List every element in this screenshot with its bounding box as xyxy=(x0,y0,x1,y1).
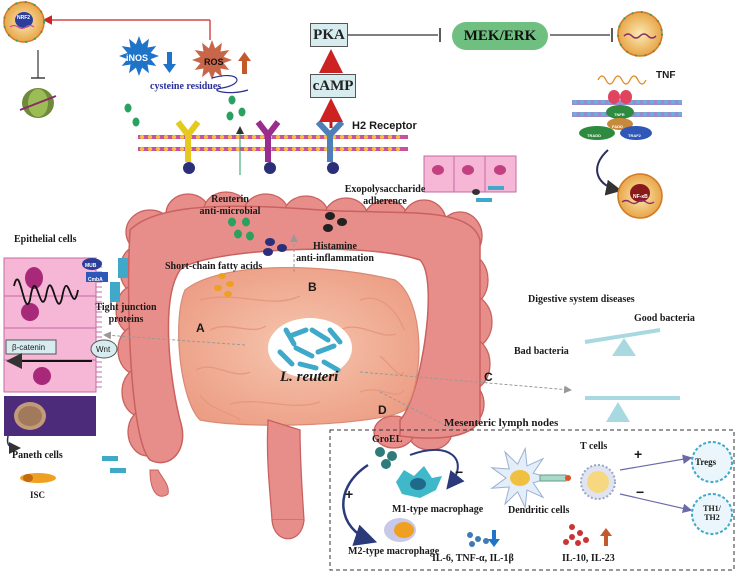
isc-label: ISC xyxy=(30,490,46,500)
tnfr-label: TNFR xyxy=(614,112,625,117)
proteasome-icon xyxy=(19,88,57,118)
cytokine-dots-down xyxy=(467,532,489,547)
minus-m1: − xyxy=(455,464,464,480)
bacteria-dots-top xyxy=(124,95,246,127)
up-arrow-icon xyxy=(238,52,251,74)
bad-bacteria-seesaw xyxy=(585,396,680,422)
c-arrow xyxy=(359,371,572,394)
th-label: TH1/ TH2 xyxy=(703,504,721,522)
pka-box: PKA xyxy=(310,23,348,47)
l-reuteri-label: L. reuteri xyxy=(280,369,339,385)
reuterin-label: Reuterin anti-microbial xyxy=(199,194,261,217)
scfa-dots xyxy=(214,273,234,297)
dendritic-cells-label: Dendritic cells xyxy=(508,505,570,516)
cysteine-squiggle xyxy=(211,74,249,94)
tregs-label: Tregs xyxy=(695,457,717,467)
digestive-diseases-label: Digestive system diseases xyxy=(528,294,635,305)
purple-receptor xyxy=(255,120,281,174)
tnf-label: TNF xyxy=(656,70,676,81)
l-reuteri-cluster xyxy=(268,318,352,378)
c-label: C xyxy=(484,370,493,384)
nrf2-cell xyxy=(3,1,45,43)
tight-junction-label: Tight junction proteins xyxy=(95,302,157,325)
il-down-label: IL-6, TNF-α, IL-1β xyxy=(432,553,514,564)
nrf2-label: NRF2 xyxy=(17,15,31,21)
groel-to-m1-arrow xyxy=(409,448,465,490)
t-cells-label: T cells xyxy=(580,441,608,452)
plus-m2: + xyxy=(345,486,354,502)
mek-erk-pill: MEK/ERK xyxy=(452,22,548,50)
h2-receptor-label: H2 Receptor xyxy=(352,120,417,132)
up-arrow-cytokine xyxy=(600,528,612,546)
exopolysaccharide-dots xyxy=(323,212,347,232)
scfa-label: Short-chain fatty acids xyxy=(165,261,263,272)
wnt-bubble xyxy=(90,339,118,359)
b-label: B xyxy=(308,280,317,294)
tregs-cell xyxy=(691,441,733,483)
histamine-dots xyxy=(263,238,287,256)
mesenteric-label: Mesenteric lymph nodes xyxy=(444,417,559,429)
h2-receptor xyxy=(315,119,345,174)
beta-catenin-box xyxy=(5,339,57,355)
beta-catenin-label: β-catenin xyxy=(12,343,46,352)
mesenteric-box xyxy=(329,429,735,571)
down-arrow-cytokine xyxy=(488,530,500,547)
tnf-to-nfkb-arrow xyxy=(596,149,622,196)
bad-bacteria-label: Bad bacteria xyxy=(514,346,569,357)
cmba-badge xyxy=(86,272,108,282)
a-arrow xyxy=(103,331,246,346)
dendritic-cell xyxy=(490,446,552,510)
groel-label: GroEL xyxy=(372,434,403,445)
good-bacteria-label: Good bacteria xyxy=(634,313,695,324)
mub-badge xyxy=(82,258,102,270)
th-cell xyxy=(691,493,733,535)
histamine-label: Histamine anti-inflammation xyxy=(296,241,374,264)
isc-cell xyxy=(20,473,56,483)
epithelial-cells-label: Epithelial cells xyxy=(14,234,77,245)
nfkb-label: NF-κB xyxy=(633,194,648,200)
paneth-cell xyxy=(4,396,96,436)
minus-th: − xyxy=(636,484,645,500)
mub-label: MUB xyxy=(85,263,97,269)
inos-label: iNOS xyxy=(126,53,149,63)
fadd-label: FADD xyxy=(612,124,623,129)
m2-macrophage-label: M2-type macrophage xyxy=(348,546,440,557)
ros-burst xyxy=(192,40,232,80)
tight-junction-bar xyxy=(118,258,128,278)
ros-label: ROS xyxy=(204,57,224,67)
tnf-receptor-complex xyxy=(572,75,682,140)
epithelium-top xyxy=(423,155,517,202)
d-arrow xyxy=(379,391,456,431)
down-arrow-icon xyxy=(163,52,176,73)
cmba-label: CmbA xyxy=(88,277,103,283)
d-label: D xyxy=(378,403,387,417)
a-label: A xyxy=(196,321,205,335)
exopolysaccharide-label: Exopolysaccharide adherence xyxy=(344,184,426,207)
m2-macrophage xyxy=(384,518,416,542)
groel-dots xyxy=(375,447,397,469)
m1-macrophage xyxy=(396,466,442,498)
m1-macrophage-label: M1-type macrophage xyxy=(392,504,484,515)
il-up-label: IL-10, IL-23 xyxy=(562,553,615,564)
cell-membrane xyxy=(138,134,408,152)
cytokine-dots-up xyxy=(563,524,589,546)
cysteine-label: cysteine residues xyxy=(150,81,222,92)
paneth-arrow xyxy=(6,435,21,454)
tradd-label: TRADD xyxy=(587,133,601,138)
camp-box: cAMP xyxy=(310,74,356,98)
wnt-label: Wnt xyxy=(96,345,111,354)
nfkb-cell-top xyxy=(617,11,663,57)
nfkb-cell-bottom xyxy=(617,173,663,219)
traf2-label: TRAF2 xyxy=(628,133,641,138)
groel-to-m2-arrow xyxy=(342,463,378,546)
reuterin-dots xyxy=(228,217,254,241)
plus-tregs: + xyxy=(634,446,643,462)
t-cell xyxy=(580,464,616,500)
good-bacteria-seesaw xyxy=(584,328,661,356)
paneth-cells-label: Paneth cells xyxy=(12,450,63,461)
yellow-receptor xyxy=(175,120,201,174)
inos-burst xyxy=(119,36,159,76)
